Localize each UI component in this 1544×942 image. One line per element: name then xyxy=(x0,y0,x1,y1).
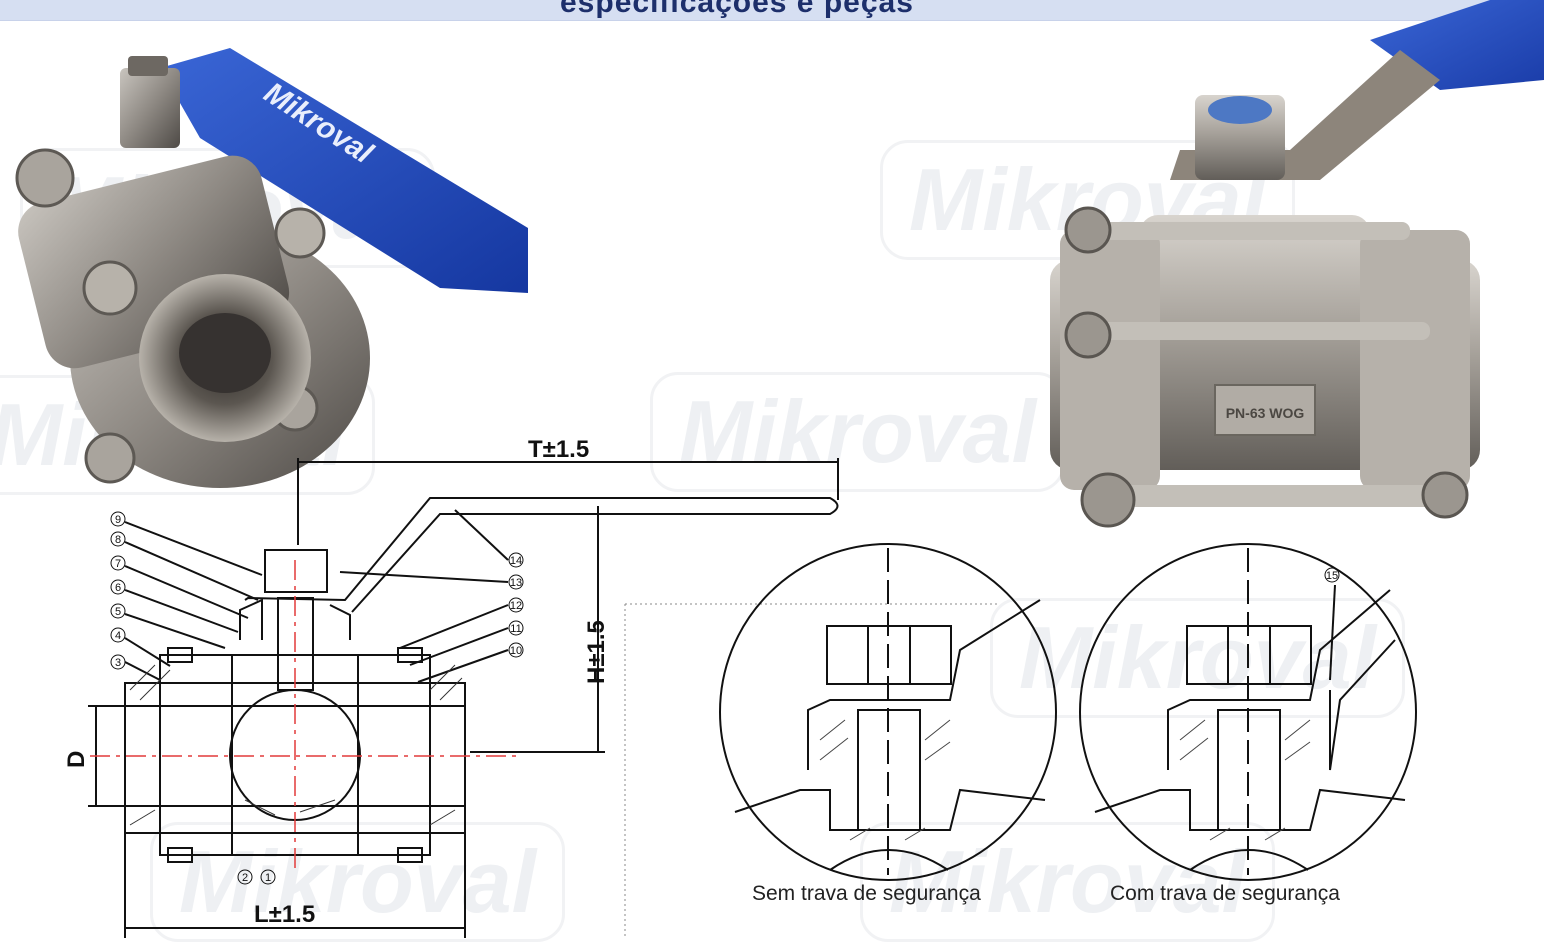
part-number: 13 xyxy=(510,577,522,589)
dimension-t-label: T±1.5 xyxy=(528,436,589,463)
part-number: 6 xyxy=(115,582,121,594)
watermark-logo: Mikroval xyxy=(990,598,1406,718)
part-number: 5 xyxy=(115,606,121,618)
detail-circle-no-lock xyxy=(719,543,1057,881)
part-number: 11 xyxy=(510,623,521,635)
watermark-logo: Mikroval xyxy=(650,372,1066,492)
part-number: 8 xyxy=(115,534,121,546)
part-number: 9 xyxy=(115,514,121,526)
header-title: especificações e peças xyxy=(560,0,914,19)
part-number: 15 xyxy=(1326,570,1338,582)
valve-photo-side: PN-63 WOG xyxy=(1050,0,1544,528)
part-number: 4 xyxy=(115,630,121,642)
caption-with-lock: Com trava de segurança xyxy=(1110,882,1340,905)
part-number: 14 xyxy=(510,555,522,567)
part-number: 2 xyxy=(242,872,248,884)
part-number: 1 xyxy=(265,872,271,884)
part-number: 7 xyxy=(115,558,121,570)
header-band: especificações e peças xyxy=(0,0,1544,21)
dimension-h-label: H±1.5 xyxy=(583,620,610,684)
detail-circle-with-lock xyxy=(1079,543,1417,881)
dimension-d-label: D xyxy=(63,751,90,768)
part-number: 10 xyxy=(510,645,522,657)
caption-no-lock: Sem trava de segurança xyxy=(752,882,981,905)
part-number: 3 xyxy=(115,657,121,669)
dimension-l-label: L±1.5 xyxy=(254,901,315,928)
part-number: 12 xyxy=(510,600,522,612)
valve-photo-front: Mikroval xyxy=(15,48,528,488)
body-marking: PN-63 WOG xyxy=(1226,405,1305,421)
